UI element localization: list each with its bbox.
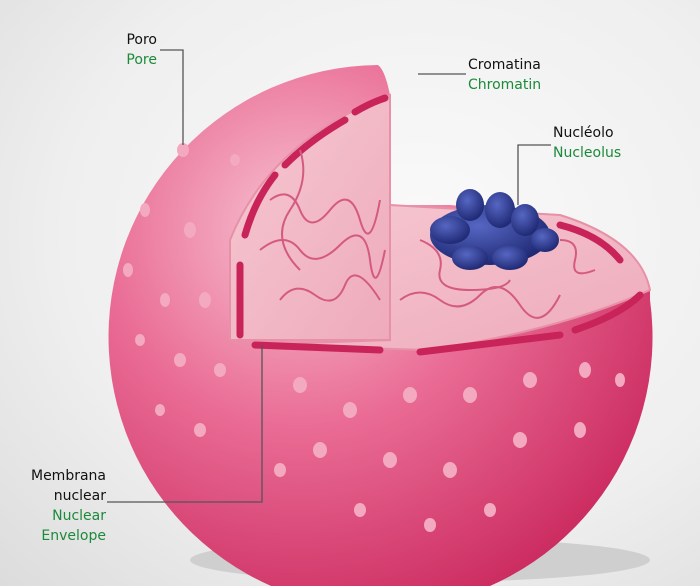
label-chromatin-en: Chromatin (468, 77, 542, 93)
label-nucleolus-en: Nucleolus (553, 145, 622, 161)
nuclear-envelope-rim (236, 94, 644, 356)
label-envelope-es-2: nuclear (53, 488, 106, 504)
label-pore-en: Pore (126, 52, 157, 68)
label-chromatin-es: Cromatina (468, 57, 541, 73)
label-nucleolus: Nucléolo Nucleolus (553, 123, 621, 163)
label-envelope-en-1: Nuclear (52, 508, 106, 524)
label-pore-es: Poro (126, 32, 157, 48)
label-chromatin: Cromatina Chromatin (468, 55, 541, 95)
label-pore: Poro Pore (60, 30, 157, 70)
pores (123, 143, 625, 532)
label-envelope-es-1: Membrana (30, 468, 106, 484)
nucleolus (430, 189, 559, 270)
chromatin-strands (259, 149, 596, 319)
vertical-cut-face (229, 93, 391, 341)
label-nuclear-envelope: Membrana nuclear Nuclear Envelope (0, 466, 106, 546)
leader-lines (107, 49, 551, 503)
label-nucleolus-es: Nucléolo (553, 125, 614, 141)
label-envelope-en-2: Envelope (41, 528, 106, 544)
